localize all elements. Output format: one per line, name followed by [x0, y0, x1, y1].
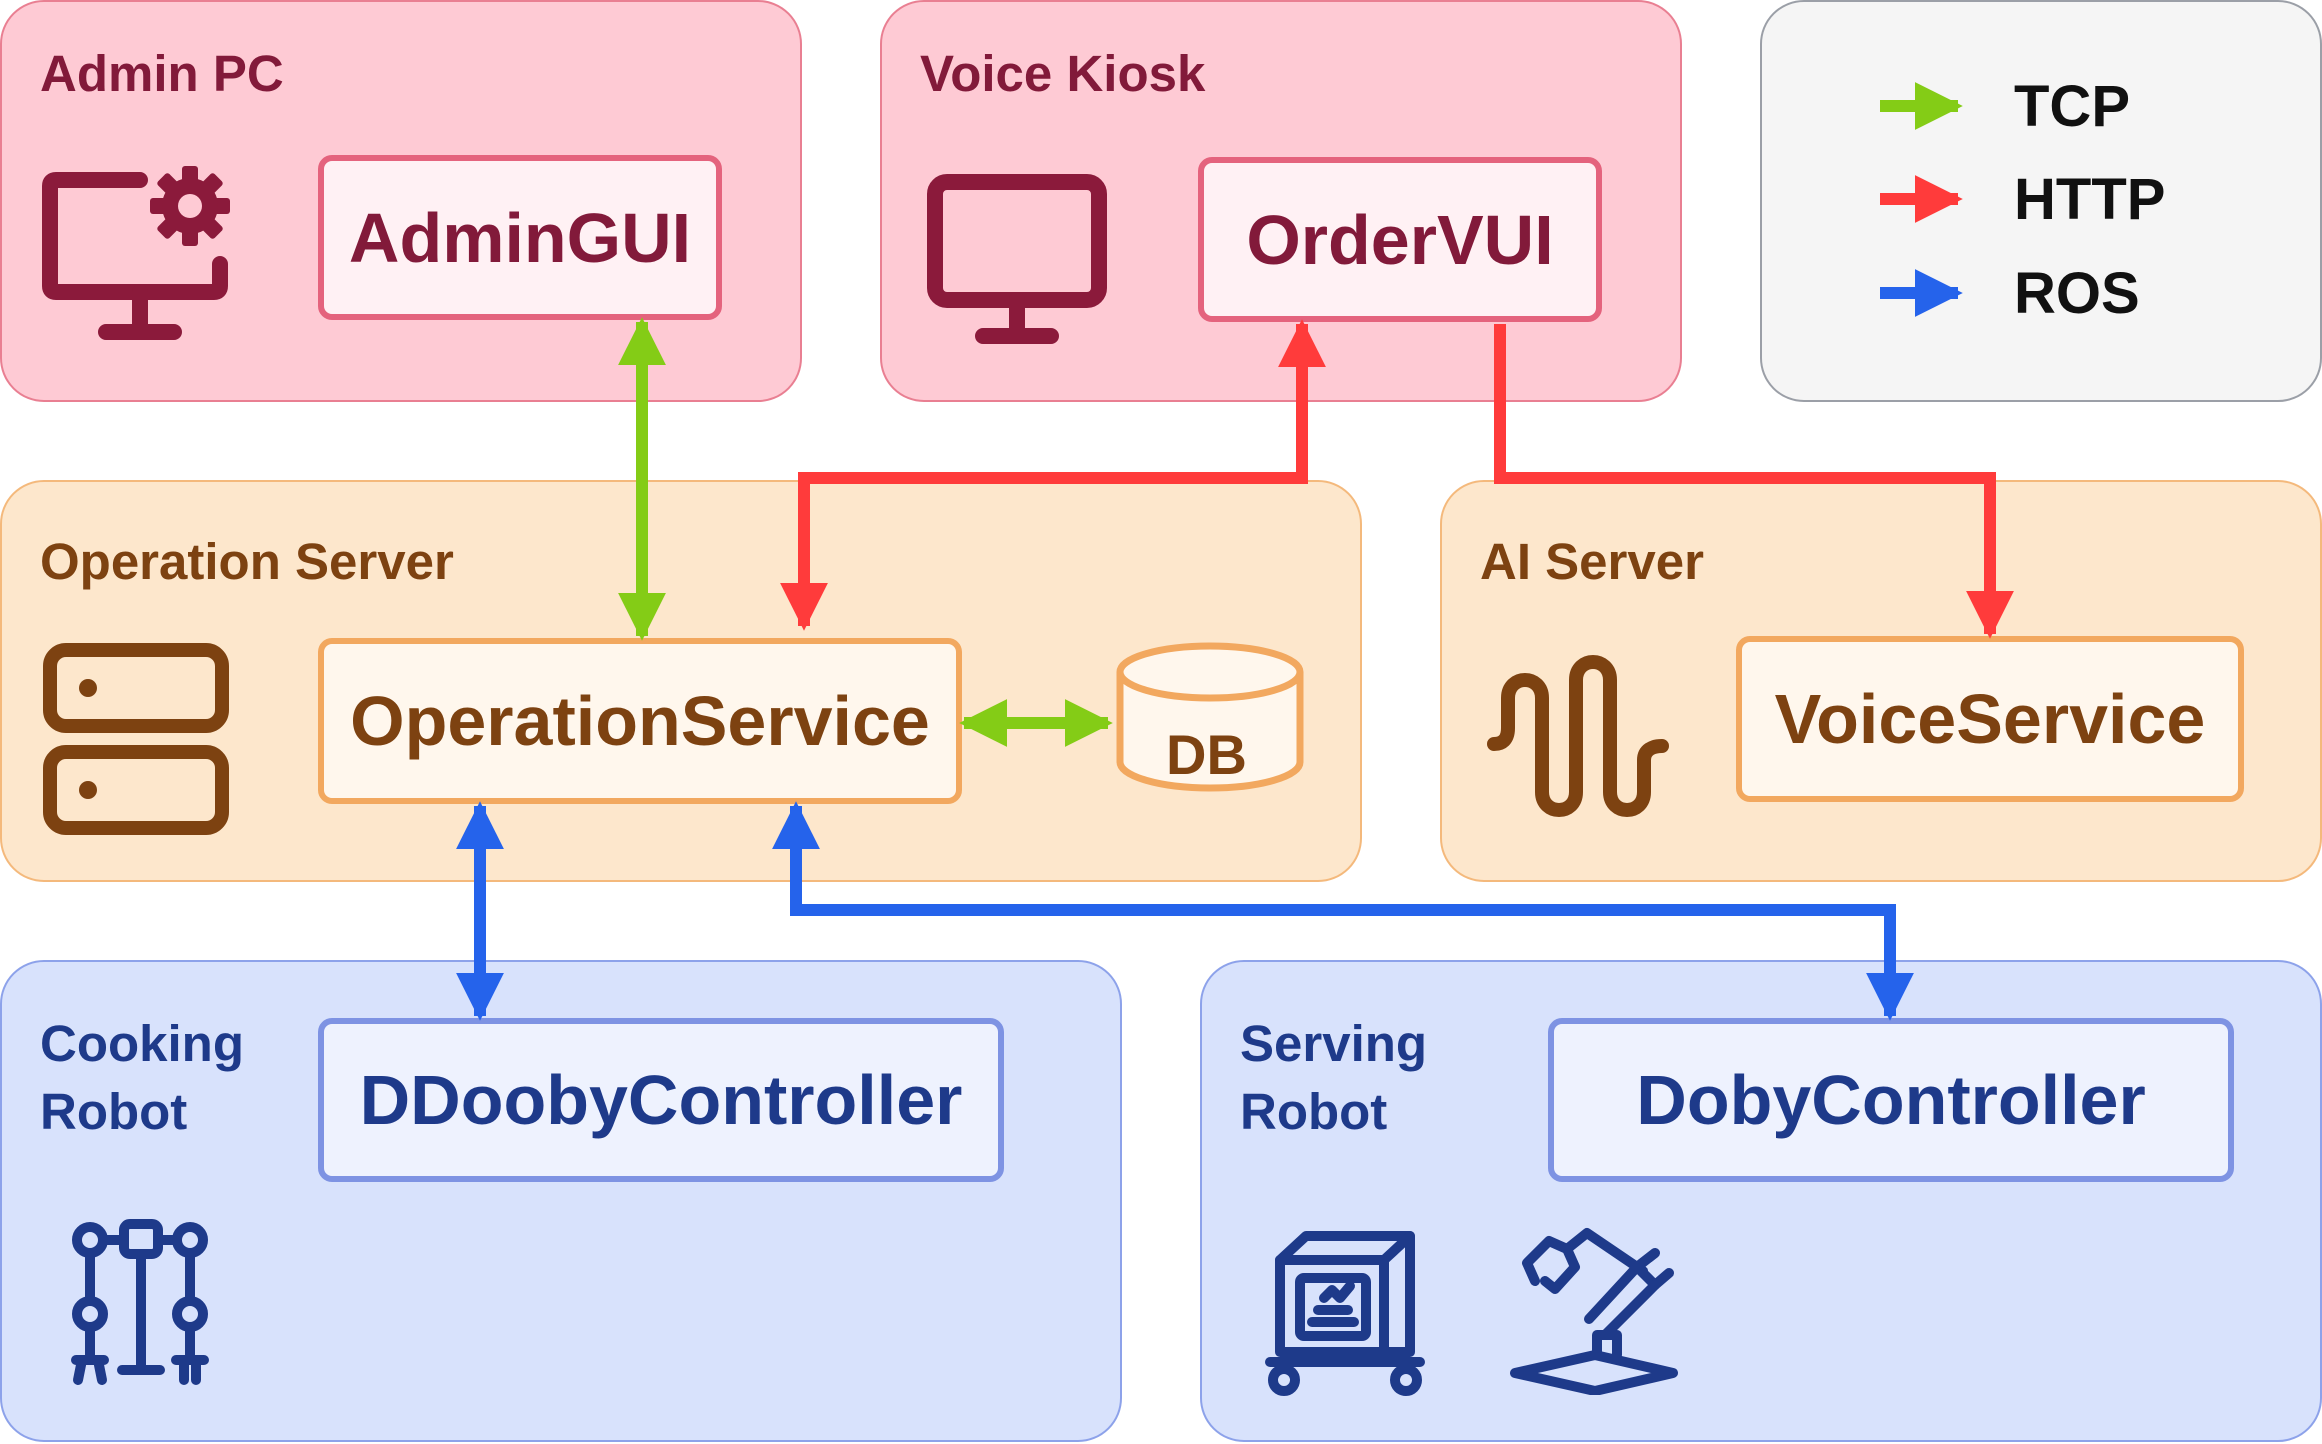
group-label-serving-line1: Serving	[1240, 1015, 1428, 1072]
component-admin-gui[interactable]: AdminGUI	[318, 155, 722, 320]
database-icon	[1116, 642, 1304, 792]
component-voice-service[interactable]: VoiceService	[1736, 636, 2244, 802]
group-label-serving-robot: Serving Robot	[1240, 1010, 1427, 1146]
monitor-gear-icon	[42, 166, 230, 340]
robot-joints-icon	[71, 1219, 209, 1385]
legend-label-tcp: TCP	[2014, 74, 2130, 139]
robot-cart-icon	[1265, 1231, 1425, 1396]
component-operation-service[interactable]: OperationService	[318, 638, 962, 804]
http-ordervui-operationservice	[780, 319, 1326, 631]
group-label-operation-server: Operation Server	[40, 533, 454, 590]
group-label-serving-line2: Robot	[1240, 1083, 1388, 1140]
server-icon	[43, 643, 229, 835]
ros-operationservice-dobycontroller	[772, 801, 1914, 1021]
legend-label-ros: ROS	[2014, 261, 2140, 326]
legend-label-http: HTTP	[2014, 167, 2166, 232]
database-label: DB	[1166, 723, 1247, 786]
component-ddooby-controller[interactable]: DDoobyController	[318, 1018, 1004, 1182]
legend-panel	[1760, 0, 2322, 402]
group-label-voice-kiosk: Voice Kiosk	[920, 45, 1206, 102]
group-label-cooking-robot: Cooking Robot	[40, 1010, 244, 1146]
sound-wave-icon	[1487, 655, 1669, 817]
robot-arm-icon	[1510, 1228, 1678, 1395]
http-ordervui-voiceservice	[1494, 324, 2014, 639]
group-label-admin-pc: Admin PC	[40, 45, 284, 102]
component-order-vui[interactable]: OrderVUI	[1198, 157, 1602, 322]
group-label-ai-server: AI Server	[1480, 533, 1704, 590]
monitor-icon	[927, 174, 1107, 344]
component-doby-controller[interactable]: DobyController	[1548, 1018, 2234, 1182]
group-label-cooking-line1: Cooking	[40, 1015, 244, 1072]
group-label-cooking-line2: Robot	[40, 1083, 188, 1140]
